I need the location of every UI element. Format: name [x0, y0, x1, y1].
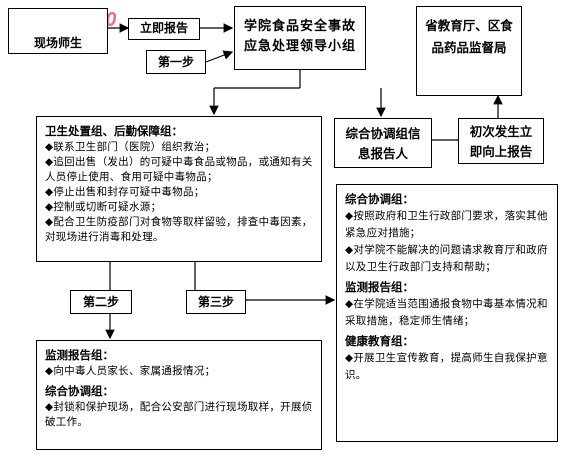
health-logistics-title: 卫生处置组、后勤保障组： — [45, 124, 183, 138]
step3-edu-title: 健康教育组： — [345, 334, 414, 348]
observer-label: 现场师生 — [33, 36, 82, 50]
step1-label: 第一步 — [157, 55, 194, 69]
leader-group-label: 学院食品安全事故应急处理领导小组 — [243, 19, 356, 54]
step2-coord-title: 综合协调组： — [45, 384, 114, 398]
step3-content-box: 综合协调组： ◆按照政府和卫生行政部门要求，落实其他紧急应对措施； ◆对学院不能… — [336, 184, 558, 442]
step2-box: 第二步 — [70, 290, 132, 314]
health-logistics-box: 卫生处置组、后勤保障组： ◆联系卫生部门（医院）组织救治； ◆追回出售（发出）的… — [36, 116, 322, 262]
observer-box: 现场师生 — [8, 8, 108, 54]
coord-info-label: 综合协调组信息报告人 — [345, 126, 421, 161]
coord-info-box: 综合协调组信息报告人 — [334, 118, 432, 168]
step2-monitor-item: ◆向中毒人员家长、家属通报情况； — [45, 365, 216, 377]
report-now-label: 立即报告 — [139, 21, 188, 35]
step3-coord-title: 综合协调组： — [345, 192, 414, 206]
arrow-step1-leader — [205, 50, 234, 63]
step3-monitor-item: ◆在学院适当范围通报食物中毒基本情况和采取措施，稳定师生情绪； — [345, 298, 548, 327]
step2-monitor-title: 监测报告组： — [45, 348, 114, 362]
health-item: ◆追回出售（发出）的可疑中毒食品或物品，或通知有关人员停止使用、食用可疑中毒物品… — [45, 156, 313, 183]
step3-label: 第三步 — [197, 295, 234, 309]
department-box: 省教育厅、区食品药品监督局 — [416, 6, 522, 96]
step3-box: 第三步 — [186, 290, 246, 314]
step3-edu-item: ◆开展卫生宣传教育，提高师生自我保护意识。 — [345, 352, 548, 381]
step1-box: 第一步 — [146, 50, 206, 74]
step3-coord-item: ◆按照政府和卫生行政部门要求，落实其他紧急应对措施； — [345, 210, 548, 239]
step3-coord-item: ◆对学院不能解决的问题请求教育厅和政府以及卫生行政部门支持和帮助； — [345, 244, 548, 273]
report-now-box: 立即报告 — [128, 18, 200, 40]
health-item: ◆控制或切断可疑水源； — [45, 201, 162, 213]
step3-monitor-title: 监测报告组： — [345, 280, 414, 294]
first-report-label: 初次发生立即向上报告 — [469, 124, 533, 159]
step2-coord-item: ◆封锁和保护现场，配合公安部门进行现场取样，开展侦破工作。 — [45, 401, 313, 428]
health-item: ◆停止出售和封存可疑中毒物品； — [45, 186, 205, 198]
leader-group-box: 学院食品安全事故应急处理领导小组 — [234, 6, 366, 70]
step2-label: 第二步 — [82, 295, 119, 309]
first-report-box: 初次发生立即向上报告 — [458, 118, 544, 164]
health-item: ◆联系卫生部门（医院）组织救治； — [45, 141, 216, 153]
step2-content-box: 监测报告组： ◆向中毒人员家长、家属通报情况； 综合协调组： ◆封锁和保护现场，… — [36, 340, 322, 450]
department-label: 省教育厅、区食品药品监督局 — [425, 18, 513, 55]
health-item: ◆配合卫生防疫部门对食物等取样留验，排查中毒因素，对现场进行消毒和处理。 — [45, 216, 313, 243]
